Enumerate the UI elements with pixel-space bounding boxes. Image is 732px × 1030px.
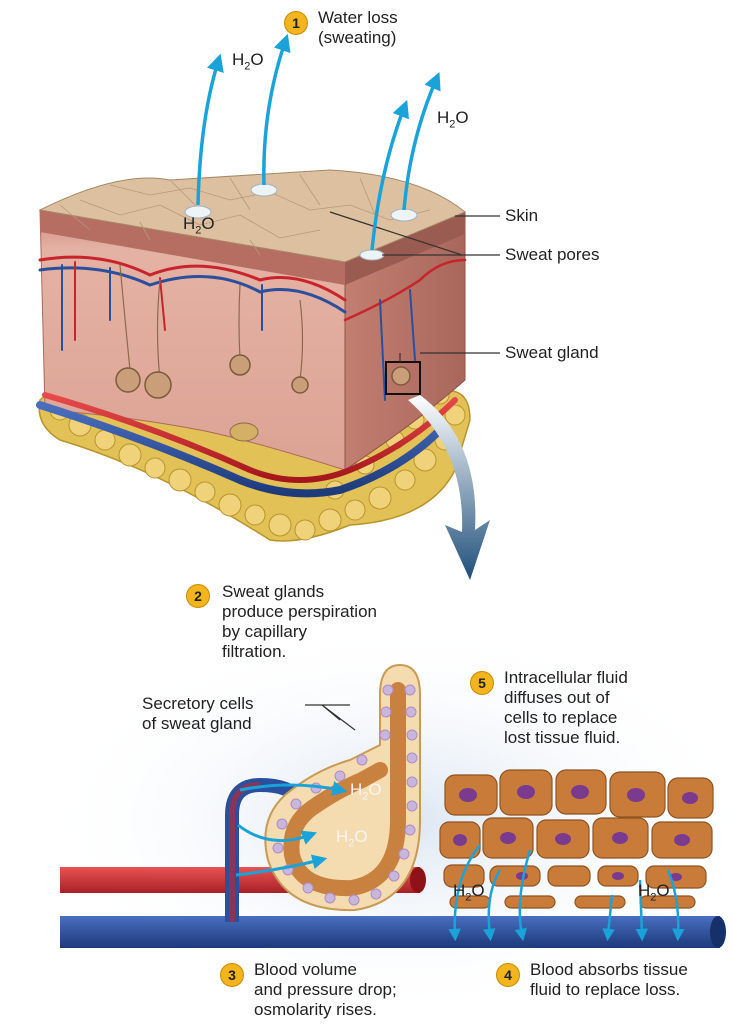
water-label-top-1: H2O (232, 50, 264, 72)
step-2-text: Sweat glands produce perspiration by cap… (222, 582, 442, 662)
sweat-gland-label: Sweat gland (505, 343, 599, 363)
skin-label: Skin (505, 206, 538, 226)
secretory-cells-label: Secretory cells of sweat gland (142, 694, 253, 734)
water-label-top-2: H2O (437, 108, 469, 130)
water-label-gland-1: H2O (350, 780, 382, 802)
skin-block (39, 170, 470, 541)
water-label-tissue-2: H2O (638, 881, 670, 903)
step-4-text: Blood absorbs tissue fluid to replace lo… (530, 960, 730, 1000)
step-1-badge: 1 (284, 11, 308, 35)
step-5-text: Intracellular fluid diffuses out of cell… (504, 668, 704, 748)
step-2-badge: 2 (186, 584, 210, 608)
step-3-text: Blood volume and pressure drop; osmolari… (254, 960, 454, 1020)
step-5-badge: 5 (470, 671, 494, 695)
step-4-badge: 4 (496, 963, 520, 987)
sweat-pores-label: Sweat pores (505, 245, 600, 265)
step-3-badge: 3 (220, 963, 244, 987)
vein (60, 916, 726, 948)
water-label-gland-2: H2O (336, 827, 368, 849)
water-label-tissue-1: H2O (453, 881, 485, 903)
water-label-pore: H2O (183, 214, 215, 236)
step-1-text: Water loss (sweating) (318, 8, 458, 48)
